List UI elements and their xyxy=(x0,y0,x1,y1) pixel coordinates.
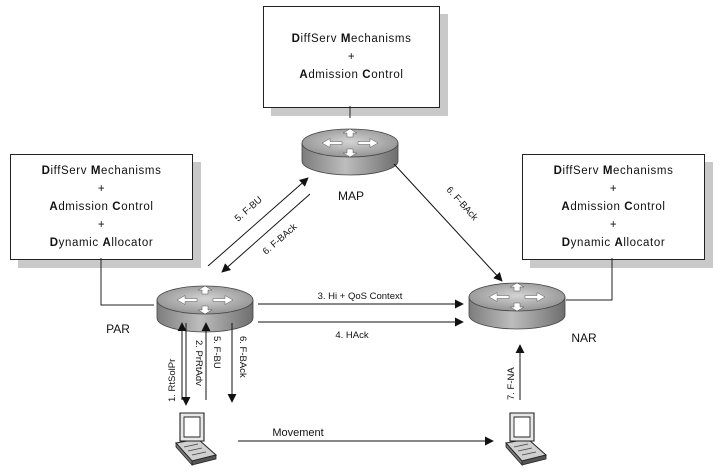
mobile-node-laptop-icon xyxy=(175,412,217,466)
map-box-line-3: Admission Control xyxy=(299,69,404,81)
fbu-mn-to-par-label: 5. F-BU xyxy=(211,336,222,369)
nar-box-connector xyxy=(566,258,613,301)
prrtadv-label: 2. PrRtAdv xyxy=(193,340,204,386)
par-box-line-3: Admission Control xyxy=(49,201,154,213)
hi-qos-context-label: 3. Hi + QoS Context xyxy=(318,291,403,302)
par-box-line-1: DiffServ Mechanisms xyxy=(41,165,162,177)
nar-function-box: DiffServ Mechanisms + Admission Control … xyxy=(522,154,705,260)
fna-label: 7. F-NA xyxy=(506,367,517,400)
par-box-line-5: Dynamic Allocator xyxy=(49,237,154,249)
map-box-line-1: DiffServ Mechanisms xyxy=(291,33,412,45)
nar-router-icon xyxy=(468,282,566,330)
fback-par-to-mn-label: 6. F-BAck xyxy=(237,336,248,378)
nar-box-line-1: DiffServ Mechanisms xyxy=(553,165,674,177)
hack-label: 4. HAck xyxy=(335,330,369,341)
fback-map-to-par-label: 6. F-BAck xyxy=(261,221,300,257)
fback-map-to-nar-arrow xyxy=(393,163,503,282)
nar-box-line-2: + xyxy=(609,183,618,195)
mobile-node-new-laptop-icon xyxy=(505,412,547,466)
par-box-line-2: + xyxy=(97,183,106,195)
rtsolpr-label: 1. RtSolPr xyxy=(167,359,178,402)
nar-box-line-4: + xyxy=(609,219,618,231)
map-label: MAP xyxy=(338,189,364,203)
par-box-line-4: + xyxy=(97,219,106,231)
fback-map-to-nar-label: 6. F-BAck xyxy=(444,185,480,224)
par-router-icon xyxy=(156,285,254,333)
par-label: PAR xyxy=(106,322,130,336)
nar-label: NAR xyxy=(571,331,597,345)
map-router-icon xyxy=(301,128,399,176)
nar-box-line-3: Admission Control xyxy=(561,201,666,213)
map-box-line-2: + xyxy=(347,51,356,63)
movement-label: Movement xyxy=(272,427,323,439)
par-function-box: DiffServ Mechanisms + Admission Control … xyxy=(10,154,193,260)
fback-map-to-par-arrow xyxy=(221,193,311,273)
par-box-connector xyxy=(100,258,154,306)
map-function-box: DiffServ Mechanisms + Admission Control xyxy=(263,6,440,108)
nar-box-line-5: Dynamic Allocator xyxy=(561,237,666,249)
fbu-par-to-map-arrow xyxy=(207,177,309,267)
